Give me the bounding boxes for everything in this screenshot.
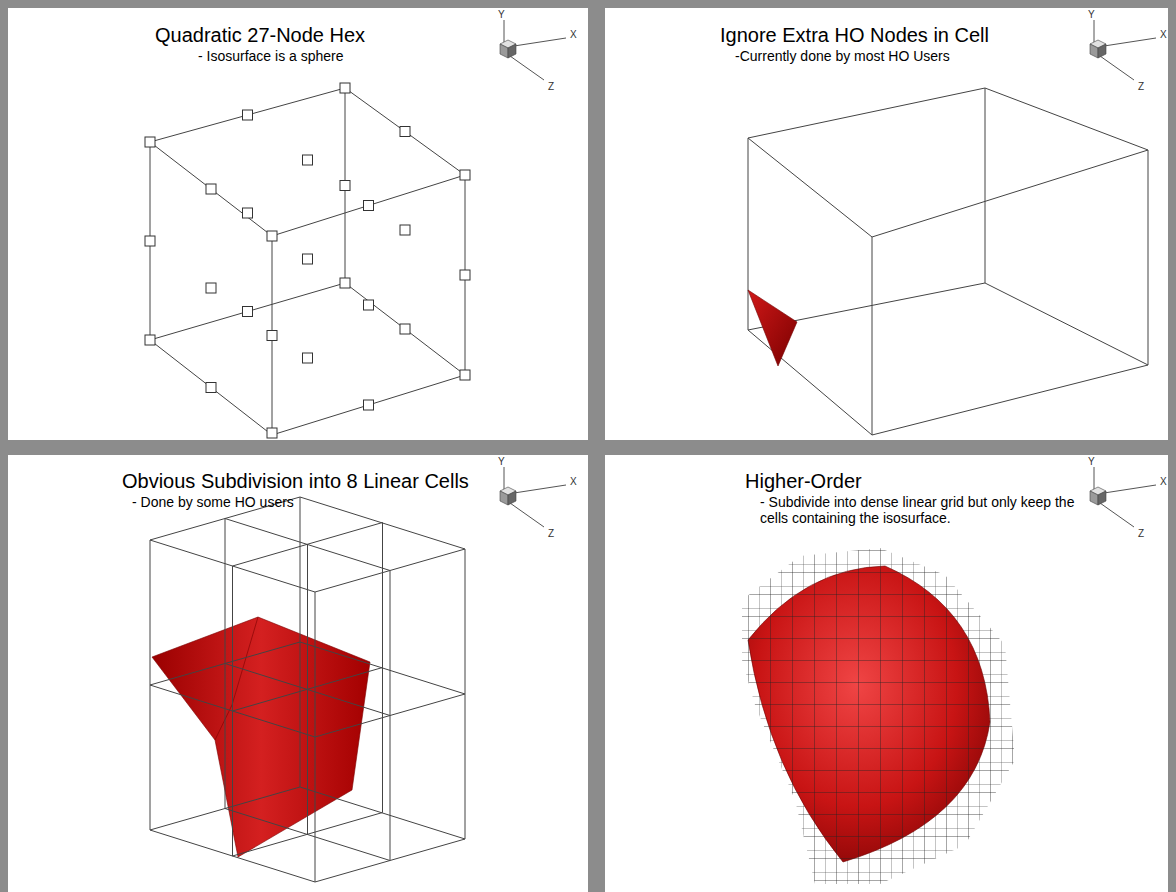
panel-subtitle: -Currently done by most HO Users: [735, 48, 950, 64]
hex-cell: [748, 88, 1148, 435]
panel-ground: [605, 455, 1168, 892]
axis-label: X: [570, 30, 577, 40]
panel-title: Quadratic 27-Node Hex: [155, 24, 365, 47]
panel-subtitle: - Subdivide into dense linear grid but o…: [760, 494, 1105, 526]
axis-label: Z: [1138, 82, 1144, 92]
axis-label: X: [1160, 30, 1167, 40]
axis-label: Y: [1088, 457, 1095, 467]
isosurface: [748, 290, 797, 366]
surface-fold: [215, 617, 258, 740]
panel: Quadratic 27-Node Hex- Isosurface is a s…: [8, 8, 588, 440]
panel-ground: [8, 455, 588, 892]
dense-grid-back: [730, 540, 1030, 890]
node-markers: [145, 83, 470, 438]
axis-triad: [1090, 467, 1156, 527]
panel-ground: [605, 8, 1168, 440]
axis-triad: [500, 20, 566, 80]
panel-subtitle: - Done by some HO users: [132, 494, 294, 510]
hex-cell: [150, 88, 465, 435]
panel-title: Higher-Order: [745, 470, 862, 493]
axis-triads: [500, 20, 1156, 527]
axis-label: Y: [498, 457, 505, 467]
axis-label: Z: [548, 82, 554, 92]
panel: Obvious Subdivision into 8 Linear Cells-…: [8, 455, 588, 892]
dense-grid-front: [730, 540, 1030, 890]
axis-label: Z: [548, 529, 554, 539]
axis-label: Y: [1088, 10, 1095, 20]
axis-label: Z: [1138, 529, 1144, 539]
panel-title: Obvious Subdivision into 8 Linear Cells: [122, 470, 469, 493]
panel-subtitle: - Isosurface is a sphere: [198, 48, 344, 64]
panel-grounds: [8, 8, 1168, 892]
panel-title: Ignore Extra HO Nodes in Cell: [720, 24, 989, 47]
axis-triad: [1090, 20, 1156, 80]
panel: Ignore Extra HO Nodes in Cell-Currently …: [605, 8, 1168, 440]
axis-label: Y: [498, 10, 505, 20]
panel-ground: [8, 8, 588, 440]
axis-label: X: [1160, 477, 1167, 487]
panel: Higher-Order- Subdivide into dense linea…: [605, 455, 1168, 892]
sub-cell-grid: [150, 497, 465, 882]
axis-triad: [500, 467, 566, 527]
axis-label: X: [570, 477, 577, 487]
